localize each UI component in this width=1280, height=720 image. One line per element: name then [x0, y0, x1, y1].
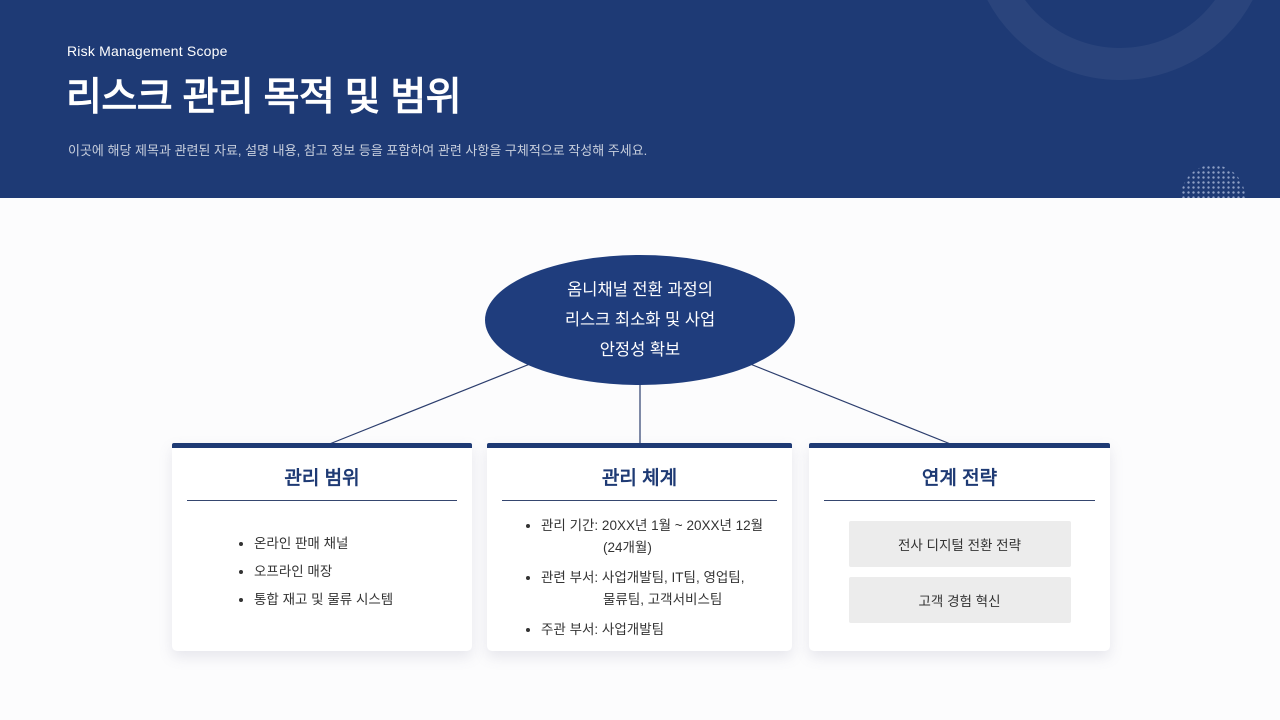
strategy-chip-group: 전사 디지털 전환 전략 고객 경험 혁신: [809, 521, 1110, 623]
list-item: 온라인 판매 채널: [254, 533, 472, 554]
strategy-chip: 전사 디지털 전환 전략: [848, 521, 1071, 567]
card-management-system: 관리 체계 관리 기간: 20XX년 1월 ~ 20XX년 12월 (24개월)…: [487, 443, 792, 651]
central-goal-text: 옴니채널 전환 과정의 리스크 최소화 및 사업 안정성 확보: [564, 281, 716, 359]
list-item-line1: 관리 기간: 20XX년 1월 ~ 20XX년 12월: [541, 518, 764, 533]
slide-header: Risk Management Scope 리스크 관리 목적 및 범위 이곳에…: [0, 0, 1280, 198]
list-item-line1: 관련 부서: 사업개발팀, IT팀, 영업팀,: [541, 570, 745, 585]
card-title: 관리 범위: [284, 468, 360, 489]
card-divider: [187, 500, 457, 501]
list-item: 통합 재고 및 물류 시스템: [254, 589, 472, 610]
bullet-list: 관리 기간: 20XX년 1월 ~ 20XX년 12월 (24개월) 관련 부서…: [487, 515, 792, 640]
list-item-line2: (24개월): [603, 540, 652, 555]
page-title: 리스크 관리 목적 및 범위: [66, 76, 462, 119]
card-title: 관리 체계: [601, 468, 678, 489]
card-linked-strategy: 연계 전략 전사 디지털 전환 전략 고객 경험 혁신: [809, 443, 1110, 651]
list-item: 관리 기간: 20XX년 1월 ~ 20XX년 12월 (24개월): [541, 515, 792, 558]
list-item: 주관 부서: 사업개발팀: [541, 619, 792, 640]
list-item: 오프라인 매장: [254, 561, 472, 582]
card-divider: [502, 500, 777, 501]
central-goal-ellipse: 옴니채널 전환 과정의 리스크 최소화 및 사업 안정성 확보: [485, 255, 795, 385]
card-title: 연계 전략: [921, 468, 998, 489]
strategy-chip: 고객 경험 혁신: [848, 577, 1071, 623]
header-subtitle: 이곳에 해당 제목과 관련된 자료, 설명 내용, 참고 정보 등을 포함하여 …: [68, 143, 648, 158]
header-eyebrow: Risk Management Scope: [67, 43, 228, 59]
list-item: 관련 부서: 사업개발팀, IT팀, 영업팀, 물류팀, 고객서비스팀: [541, 567, 792, 610]
bullet-list: 온라인 판매 채널 오프라인 매장 통합 재고 및 물류 시스템: [172, 533, 472, 610]
card-divider: [824, 500, 1095, 501]
list-item-line2: 물류팀, 고객서비스팀: [603, 592, 723, 607]
card-management-scope: 관리 범위 온라인 판매 채널 오프라인 매장 통합 재고 및 물류 시스템: [172, 443, 472, 651]
list-item-line1: 주관 부서: 사업개발팀: [541, 622, 665, 637]
